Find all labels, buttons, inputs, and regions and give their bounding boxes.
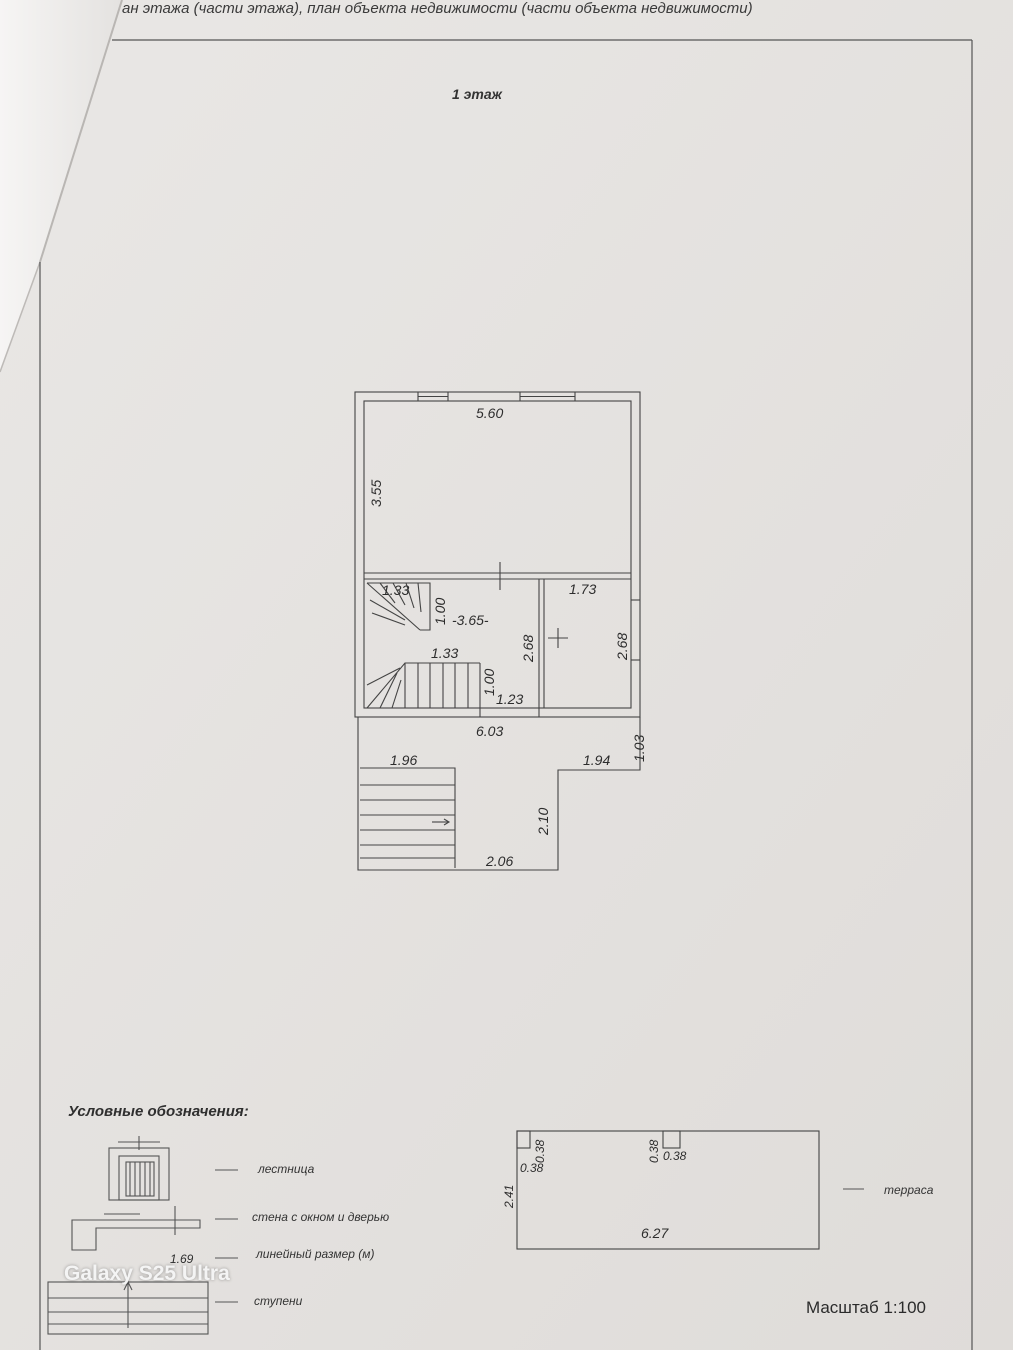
dim-stair-width-top: 1.33 <box>382 582 410 598</box>
dim-room-height: 3.55 <box>368 479 384 507</box>
dim-stair-run-bottom: 1.00 <box>481 668 497 696</box>
dim-porch-bottom: 2.06 <box>486 853 514 869</box>
legend-linear-dim-sample: 1.69 <box>170 1252 194 1266</box>
dim-porch-right: 1.94 <box>583 752 611 768</box>
legend-steps-label: ступени <box>254 1294 303 1308</box>
dim-side-room-width: 1.73 <box>569 581 597 597</box>
dim-hall-width-bottom: 1.23 <box>496 691 524 707</box>
dim-hall-depth: 2.68 <box>520 634 536 662</box>
dim-porch-left: 1.96 <box>390 752 418 768</box>
dim-hall-width: -3.65- <box>452 612 489 628</box>
legend-terrace-label: терраса <box>884 1183 934 1197</box>
dim-porch-offset: 1.03 <box>631 734 647 762</box>
scale-text: Масштаб 1:100 <box>806 1298 926 1317</box>
legend-wall-label: стена с окном и дверью <box>252 1210 390 1224</box>
dim-terrace-width: 6.27 <box>641 1225 669 1241</box>
dim-terrace-post-a-h: 0.38 <box>520 1161 544 1175</box>
dim-total-width: 6.03 <box>476 723 504 739</box>
floor-title: 1 этаж <box>452 86 502 102</box>
dim-porch-depth: 2.10 <box>535 807 551 835</box>
camera-watermark: Galaxy S25 Ultra <box>64 1262 230 1285</box>
dim-terrace-post-a-w: 0.38 <box>533 1139 547 1163</box>
legend-stairs-label: лестница <box>258 1162 315 1176</box>
dim-terrace-height: 2.41 <box>502 1184 516 1208</box>
legend-linear-dim-label: линейный размер (м) <box>256 1247 375 1261</box>
dim-side-room-depth: 2.68 <box>614 632 630 660</box>
dim-stair-width-bottom: 1.33 <box>431 645 459 661</box>
dim-terrace-post-b-w: 0.38 <box>647 1139 661 1163</box>
legend-title: Условные обозначения: <box>68 1103 249 1120</box>
dim-top-width: 5.60 <box>476 405 504 421</box>
header-text: ан этажа (части этажа), план объекта нед… <box>122 0 753 17</box>
dim-stair-run-top: 1.00 <box>432 597 448 625</box>
dim-terrace-post-b-h: 0.38 <box>663 1149 687 1163</box>
